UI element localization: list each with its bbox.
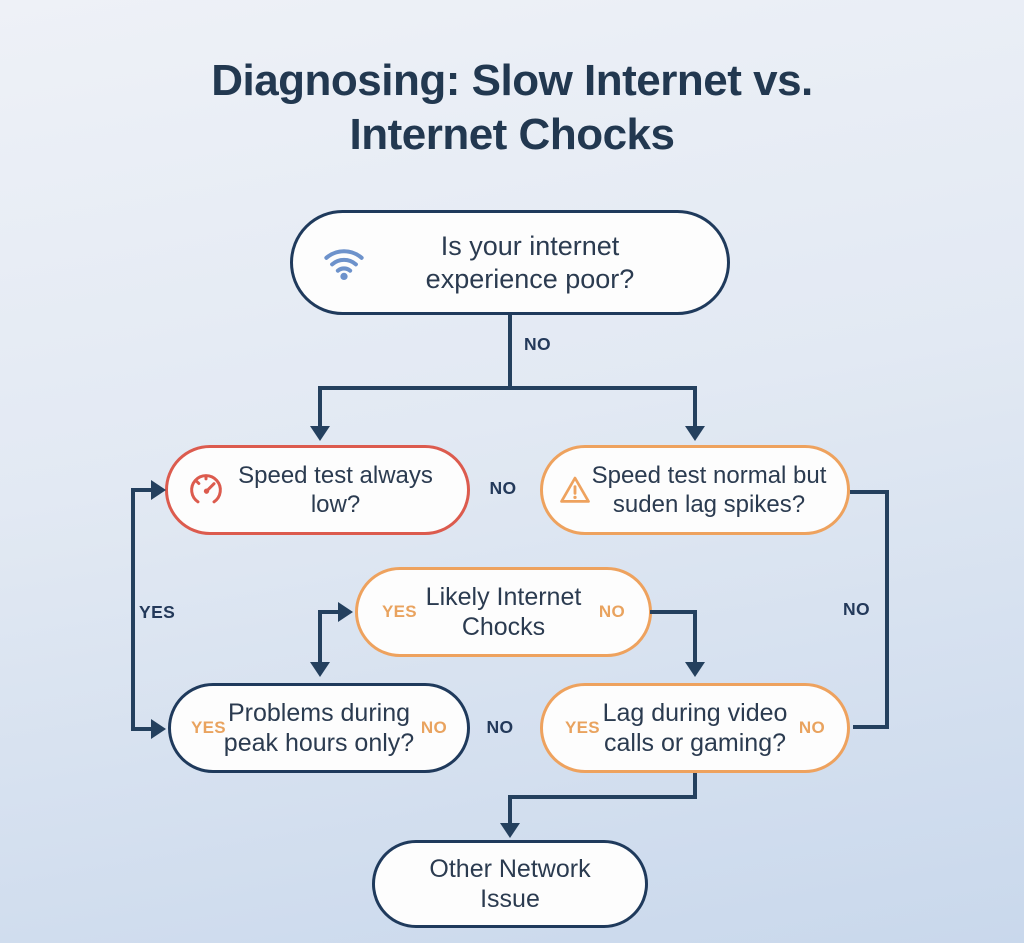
arrowhead-into-other-issue — [500, 823, 520, 838]
edge-label-top-no: NO — [524, 334, 552, 354]
page-title-text: Diagnosing: Slow Internet vs. Internet C… — [211, 56, 813, 159]
node-lag-spikes-label: Speed test normal but suden lag spikes? — [591, 461, 827, 518]
likely-chocks-yes-label: YES — [382, 602, 417, 621]
edge-label-between-bottom-no: NO — [486, 717, 514, 737]
node-likely-chocks-label: Likely Internet Chocks — [425, 582, 582, 642]
connector-top-stem — [508, 315, 512, 388]
arrowhead-into-peak-hours — [310, 662, 330, 677]
connector-right-bracket — [885, 490, 889, 729]
likely-chocks-no-label: NO — [598, 602, 625, 621]
node-peak-hours-label: Problems during peak hours only? — [223, 698, 415, 758]
arrowhead-into-lag-video — [685, 662, 705, 677]
connector-into-chocks — [318, 610, 340, 614]
connector-down-to-other — [508, 795, 512, 825]
arrowhead-into-speed-low-side — [151, 480, 166, 500]
node-likely-chocks: YES Likely Internet Chocks NO — [355, 567, 652, 657]
arrowhead-into-peak-hours-side — [151, 719, 166, 739]
connector-bottom-horizontal — [508, 795, 697, 799]
connector-lag-video-down — [693, 773, 697, 799]
lag-video-no-label: NO — [798, 718, 825, 737]
edge-label-left-yes: YES — [139, 602, 176, 622]
node-internet-poor-label: Is your internet experience poor? — [425, 230, 635, 294]
lag-video-yes-label: YES — [565, 718, 600, 737]
warning-icon — [557, 472, 593, 508]
node-speed-test-low-label: Speed test always low? — [238, 461, 433, 518]
connector-down-to-lag-video — [693, 610, 697, 663]
speedometer-icon — [186, 470, 226, 510]
connector-drop-left — [318, 386, 322, 428]
arrowhead-into-speed-low — [310, 426, 330, 441]
wifi-icon — [321, 240, 367, 286]
connector-top-split — [318, 386, 697, 390]
node-speed-test-low: Speed test always low? — [165, 445, 470, 535]
node-lag-video-label: Lag during video calls or gaming? — [602, 698, 788, 758]
connector-left-bracket — [131, 488, 135, 731]
connector-left-bracket-top — [131, 488, 153, 492]
connector-right-bracket-bottom — [853, 725, 889, 729]
connector-chocks-exit — [650, 610, 697, 614]
arrowhead-into-lag-spikes — [685, 426, 705, 441]
connector-right-bracket-top — [850, 490, 885, 494]
connector-left-bracket-bottom — [131, 727, 153, 731]
node-other-issue-label: Other Network Issue — [429, 854, 591, 914]
edge-label-between-top-no: NO — [489, 478, 517, 498]
peak-hours-no-label: NO — [420, 718, 447, 737]
peak-hours-yes-label: YES — [191, 718, 226, 737]
node-other-issue: Other Network Issue — [372, 840, 648, 928]
arrowhead-into-chocks — [338, 602, 353, 622]
node-lag-video: YES Lag during video calls or gaming? NO — [540, 683, 850, 773]
edge-label-right-no: NO — [843, 599, 871, 619]
node-lag-spikes: Speed test normal but suden lag spikes? — [540, 445, 850, 535]
page-title: Diagnosing: Slow Internet vs. Internet C… — [0, 54, 1024, 161]
connector-drop-right — [693, 386, 697, 428]
node-peak-hours: YES Problems during peak hours only? NO — [168, 683, 470, 773]
node-internet-poor: Is your internet experience poor? — [290, 210, 730, 315]
connector-down-to-peak — [318, 610, 322, 663]
